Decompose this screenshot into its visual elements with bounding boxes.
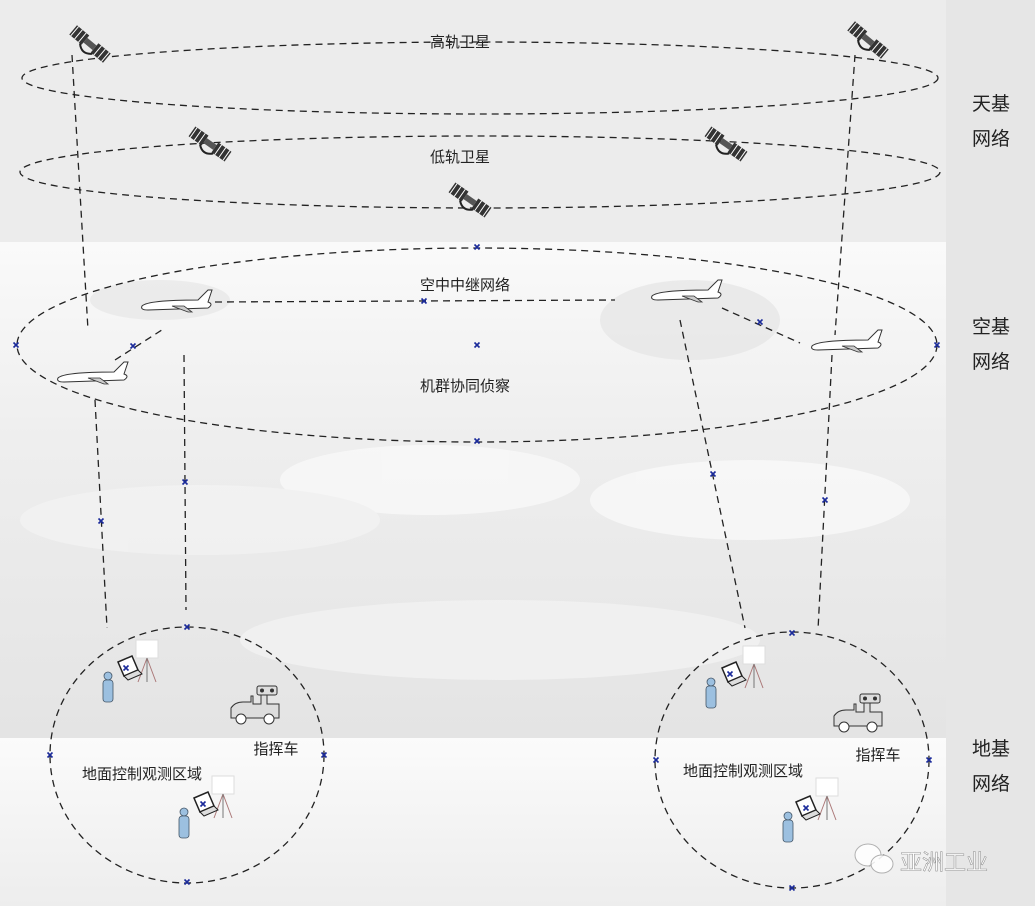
- ground-network-label-line2: 网络: [972, 773, 1010, 795]
- operator-icon: [705, 677, 717, 709]
- low-orbit-label: 低轨卫星: [430, 148, 490, 166]
- swarm-recon-label: 机群协同侦察: [420, 377, 510, 395]
- high-orbit-label: 高轨卫星: [430, 33, 490, 51]
- space-network-label-line2: 网络: [972, 128, 1010, 150]
- left-ground-zone-label: 地面控制观测区域: [82, 765, 202, 783]
- operator-icon: [782, 811, 794, 843]
- wechat-icon: [854, 843, 894, 874]
- watermark-text: 亚洲工业: [900, 851, 988, 876]
- operator-icon: [102, 671, 114, 703]
- air-network-label-line1: 空基: [972, 316, 1010, 338]
- clouds: [20, 280, 910, 680]
- low-orbit-ring: [19, 135, 941, 209]
- high-orbit-ring: [21, 41, 939, 115]
- left-command-vehicle-label: 指挥车: [253, 740, 298, 758]
- links: [71, 54, 856, 631]
- space-network-label-line1: 天基: [972, 93, 1010, 115]
- air-network-label-line2: 网络: [972, 351, 1010, 373]
- right-command-vehicle-label: 指挥车: [855, 746, 900, 764]
- ground-network-label-line1: 地基: [972, 738, 1010, 760]
- right-ground-zone-label: 地面控制观测区域: [683, 762, 803, 780]
- ground-layer-bg: [0, 738, 946, 906]
- operator-icon: [178, 807, 190, 839]
- air-relay-label: 空中中继网络: [420, 276, 510, 294]
- side-label-column: [946, 0, 1035, 906]
